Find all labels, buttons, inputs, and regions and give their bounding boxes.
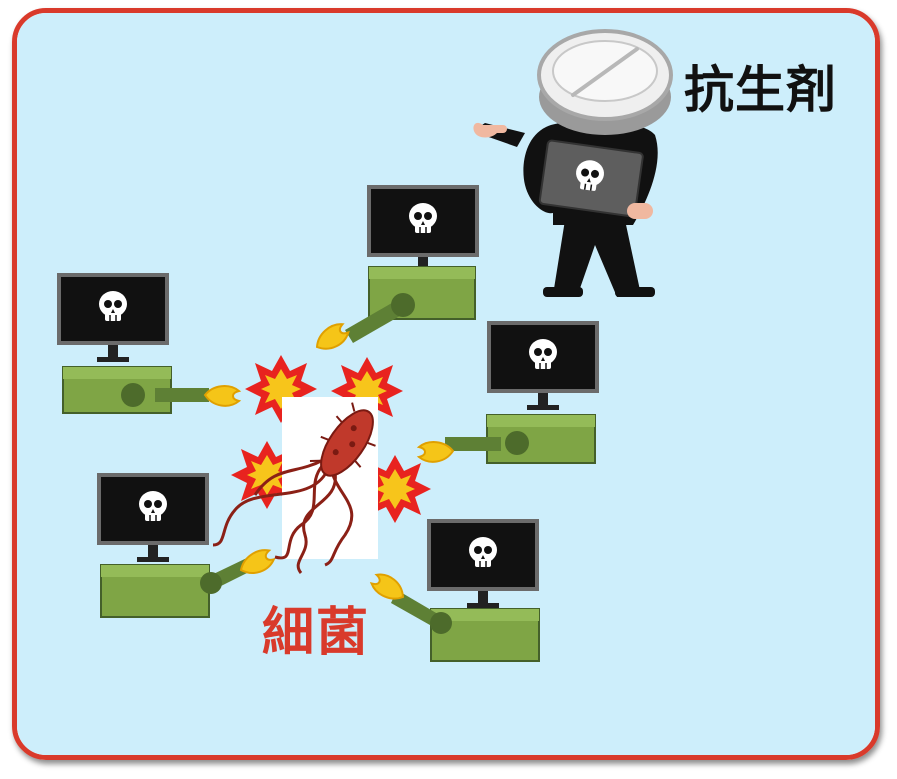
diagram-frame xyxy=(12,8,880,760)
bacteria-label: 細菌 xyxy=(262,603,371,663)
skull-monitor-tank-icon xyxy=(391,519,540,662)
skull-monitor-tank-icon xyxy=(345,185,479,343)
hacker-with-laptop-icon xyxy=(473,120,658,297)
skull-monitor-tank-icon xyxy=(445,321,599,464)
antibiotic-pill-icon xyxy=(537,29,673,135)
bacterium-icon xyxy=(212,397,378,574)
antibiotic-label: 抗生剤 xyxy=(684,61,837,119)
skull-monitor-tank-icon xyxy=(57,273,209,414)
illustration xyxy=(17,13,875,755)
